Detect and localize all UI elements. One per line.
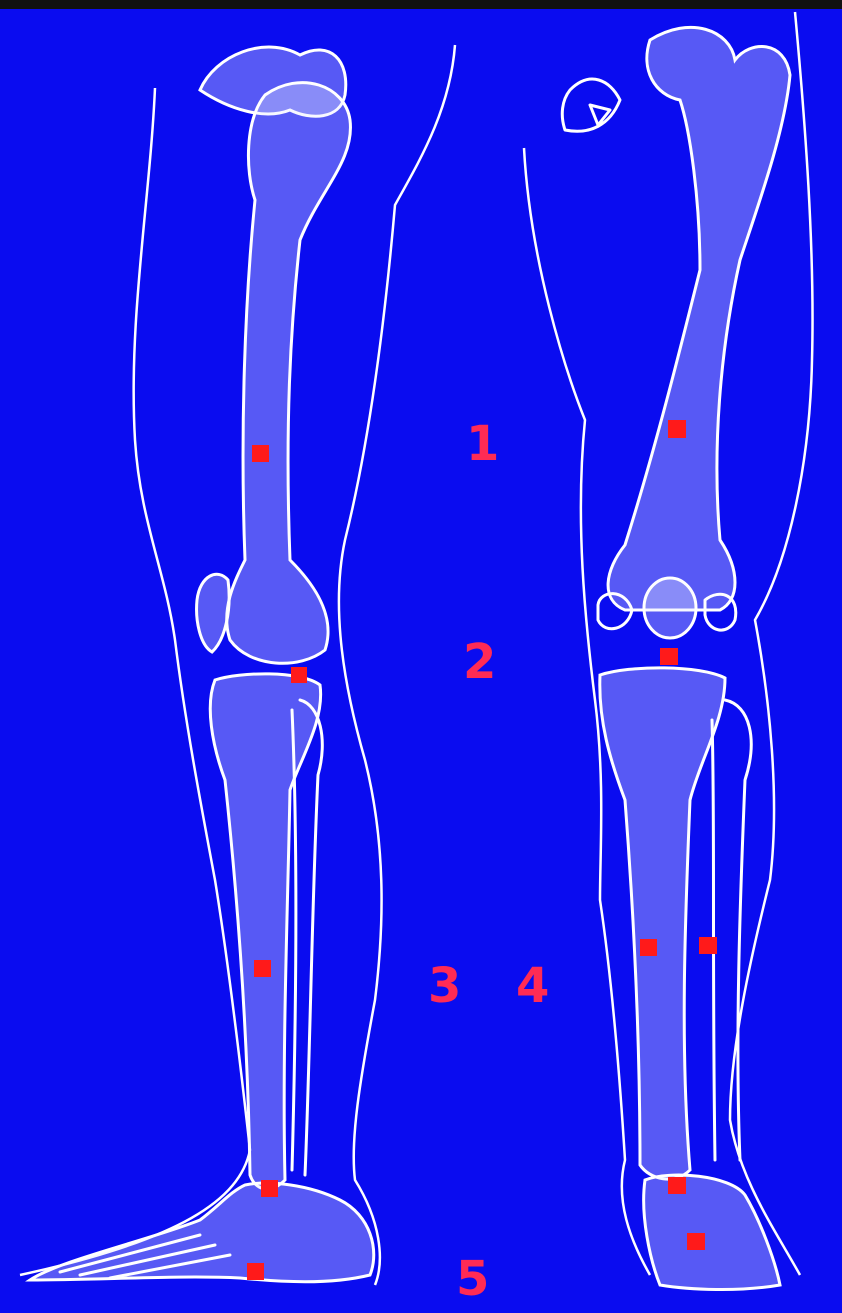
label-5: 5 (456, 1255, 489, 1303)
left-patella (197, 574, 230, 652)
marker-ankle-right (668, 1177, 686, 1194)
left-femur (227, 83, 351, 664)
label-3: 3 (428, 962, 461, 1010)
right-femur (608, 27, 790, 610)
marker-knee-joint-left (291, 667, 307, 683)
left-tibia (210, 674, 320, 1189)
label-4: 4 (516, 962, 549, 1010)
left-leg-skin-outline-front (339, 45, 455, 1285)
right-patella (644, 578, 696, 638)
marker-femur-shaft-right (668, 420, 686, 438)
marker-fibula-shaft-right (699, 937, 717, 954)
marker-femur-shaft-left (252, 445, 269, 462)
marker-knee-joint-right (660, 648, 678, 665)
label-1: 1 (466, 420, 499, 468)
marker-tibia-shaft-left (254, 960, 271, 977)
marker-tibia-shaft-right (640, 939, 657, 956)
right-leg-posterior-view (524, 12, 813, 1290)
right-foot-bones (644, 1175, 780, 1290)
left-leg-lateral-view (20, 45, 455, 1285)
marker-foot-left (247, 1263, 264, 1280)
right-tibia (600, 668, 725, 1179)
marker-foot-right (687, 1233, 705, 1250)
label-2: 2 (463, 638, 496, 686)
marker-ankle-left (261, 1180, 278, 1197)
right-pelvis (562, 79, 620, 131)
